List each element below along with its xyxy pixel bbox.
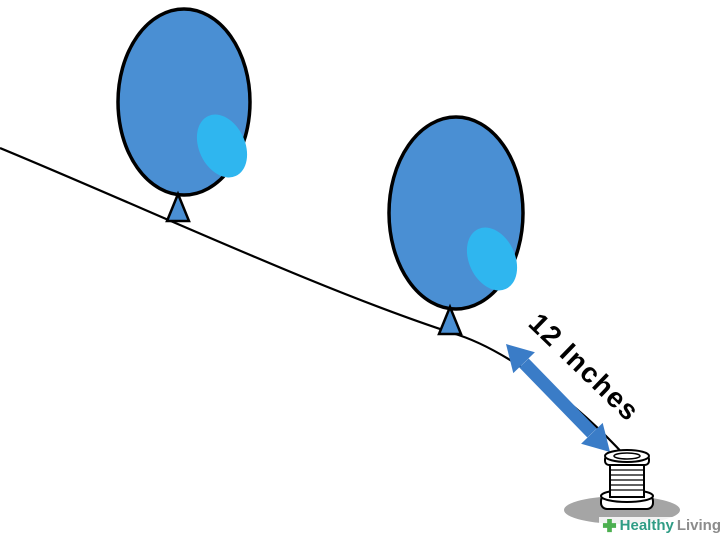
measurement-arrowhead-lower <box>581 422 610 452</box>
measurement-arrow <box>506 344 610 452</box>
spool <box>600 449 654 510</box>
balloon-1-knot <box>165 190 191 223</box>
watermark-healthy-living: Healthy Living <box>598 517 724 534</box>
health-plus-icon <box>602 518 617 533</box>
spool-top-hole <box>613 452 641 460</box>
measurement-label: 12 Inches <box>523 307 646 427</box>
measurement-arrow-shaft <box>519 358 597 438</box>
balloon-2-highlight <box>466 227 518 291</box>
spool-thread-lines <box>611 469 643 491</box>
balloon-2-knot <box>437 303 463 336</box>
balloon-2 <box>387 115 525 336</box>
balloon-1-highlight <box>196 114 248 178</box>
watermark-brand-primary: Healthy <box>619 517 674 534</box>
balloon-1 <box>116 7 252 223</box>
watermark-brand-secondary: Living <box>676 517 721 534</box>
measurement-arrowhead-upper <box>506 344 535 374</box>
string-line <box>0 146 627 458</box>
